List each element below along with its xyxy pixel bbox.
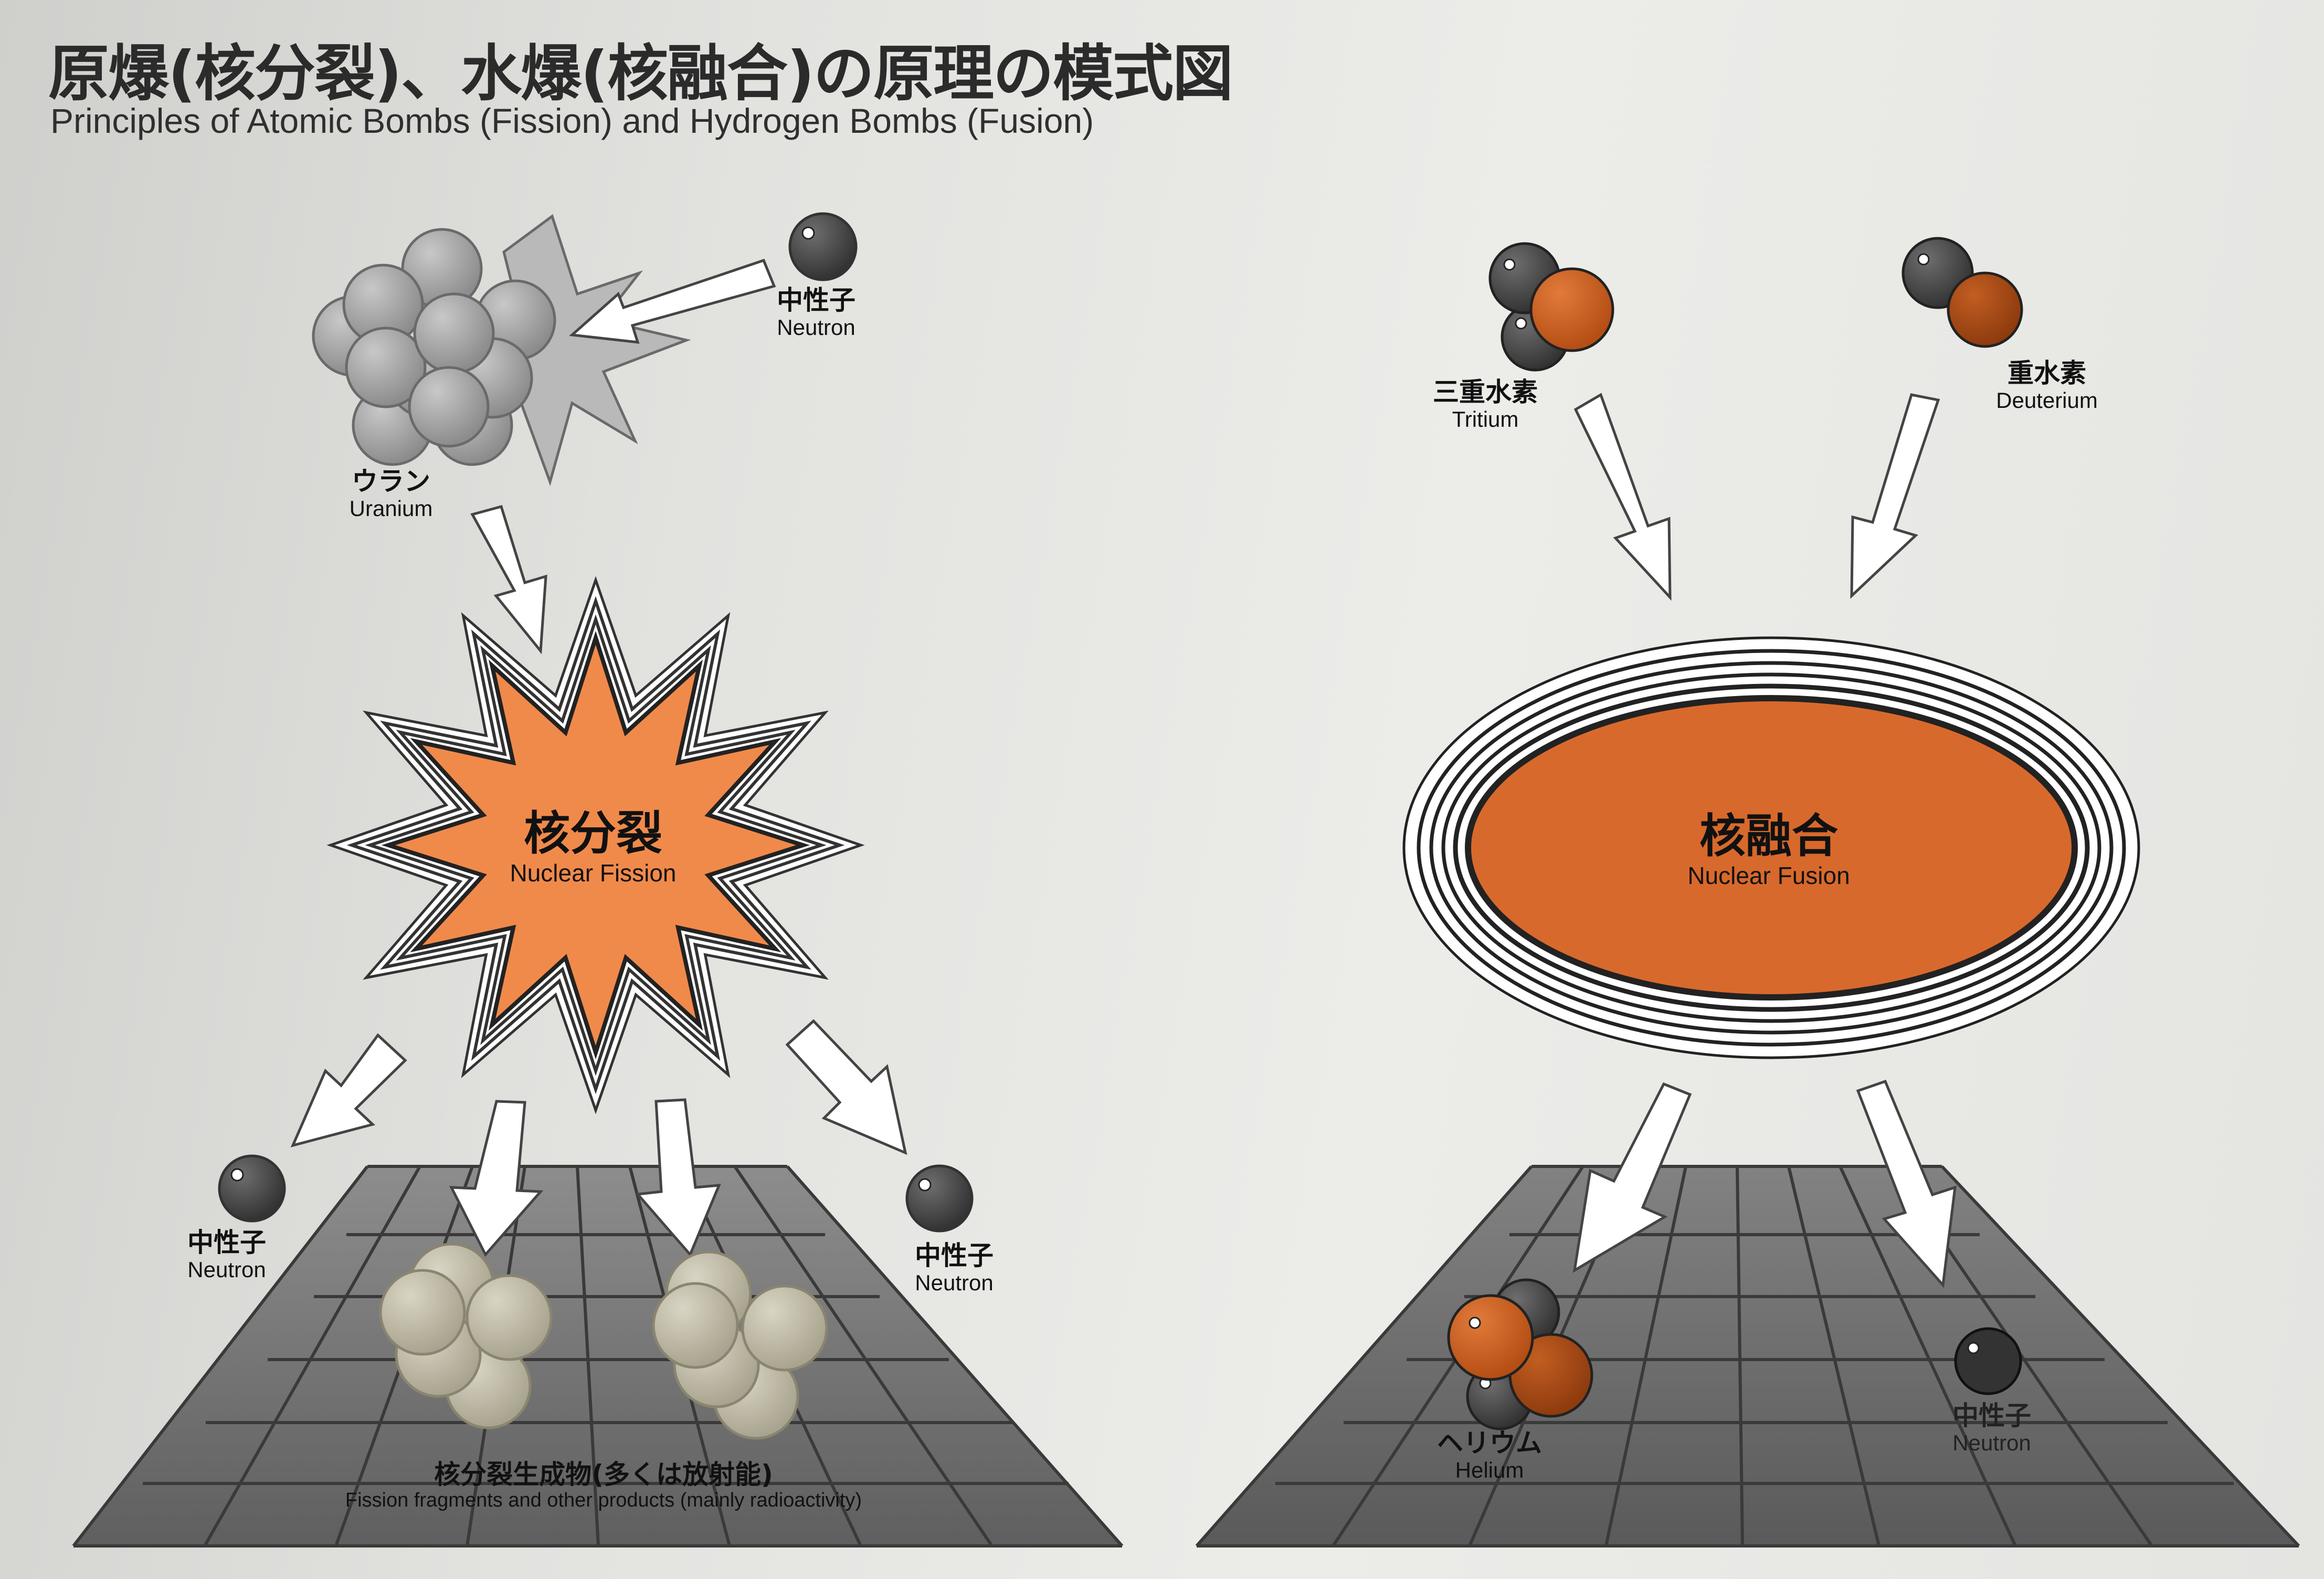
fusion-floor: [1195, 1165, 2300, 1548]
deuterium-nucleus-icon: [1902, 237, 2023, 348]
label-fusion-neutron-ja: 中性子: [1952, 1401, 2031, 1431]
incoming-arrow-icon: [569, 258, 776, 344]
label-neutron-right: 中性子 Neutron: [915, 1241, 994, 1296]
label-fission-products-ja: 核分裂生成物(多くは放射能): [434, 1459, 773, 1490]
label-neutron-incoming-ja: 中性子: [777, 285, 855, 315]
fission-output-arrows: [290, 1019, 907, 1257]
label-nuclear-fusion-en: Nuclear Fusion: [1687, 861, 1850, 889]
label-tritium-en: Tritium: [1452, 407, 1519, 431]
label-helium: ヘリウム Helium: [1437, 1429, 1542, 1483]
neutron-left-icon: [218, 1154, 286, 1223]
label-neutron-left: 中性子 Neutron: [187, 1228, 266, 1282]
label-nuclear-fission-ja: 核分裂: [523, 806, 662, 860]
label-fission-products: 核分裂生成物(多くは放射能) Fission fragments and oth…: [345, 1460, 862, 1512]
label-fusion-neutron: 中性子 Neutron: [1952, 1402, 2031, 1456]
label-helium-en: Helium: [1455, 1458, 1524, 1482]
label-neutron-left-ja: 中性子: [187, 1227, 266, 1258]
label-deuterium: 重水素 Deuterium: [1996, 359, 2098, 413]
label-uranium-ja: ウラン: [352, 466, 430, 497]
fusion-output-arrows: [1572, 1079, 1957, 1288]
label-fusion-neutron-en: Neutron: [1952, 1430, 2031, 1455]
label-uranium-en: Uranium: [349, 496, 433, 521]
label-deuterium-ja: 重水素: [2008, 358, 2086, 388]
label-nuclear-fusion-ja: 核融合: [1699, 809, 1839, 863]
helium-nucleus-icon: [1447, 1278, 1593, 1430]
label-helium-ja: ヘリウム: [1437, 1428, 1542, 1458]
label-deuterium-en: Deuterium: [1996, 388, 2098, 413]
fission-fragment-left-icon: [379, 1243, 553, 1429]
label-neutron-incoming: 中性子 Neutron: [777, 286, 855, 340]
page-title: 原爆(核分裂)、水爆(核融合)の原理の模式図: [48, 38, 1233, 109]
label-nuclear-fission: 核分裂 Nuclear Fission: [510, 808, 677, 887]
fusion-core: [1402, 636, 2140, 1059]
neutron-right-icon: [905, 1164, 974, 1233]
arrow-uranium-to-fission-icon: [470, 504, 547, 655]
fission-fragment-right-icon: [652, 1250, 828, 1440]
neutron-incoming-icon: [788, 212, 858, 281]
label-neutron-right-en: Neutron: [915, 1270, 994, 1295]
tritium-nucleus-icon: [1488, 242, 1614, 372]
label-uranium: ウラン Uranium: [350, 467, 433, 521]
label-neutron-right-ja: 中性子: [915, 1240, 994, 1271]
label-fission-products-en: Fission fragments and other products (ma…: [345, 1489, 862, 1511]
page-subtitle: Principles of Atomic Bombs (Fission) and…: [50, 101, 1094, 140]
label-tritium: 三重水素 Tritium: [1433, 378, 1538, 432]
label-nuclear-fission-en: Nuclear Fission: [510, 859, 677, 887]
fusion-neutron-icon: [1954, 1327, 2022, 1395]
label-nuclear-fusion: 核融合 Nuclear Fusion: [1687, 809, 1850, 890]
fission-starburst: [326, 576, 865, 1114]
label-tritium-ja: 三重水素: [1433, 377, 1538, 407]
fusion-input-arrows: [1573, 393, 1940, 601]
label-neutron-left-en: Neutron: [187, 1257, 266, 1282]
label-neutron-incoming-en: Neutron: [777, 315, 855, 340]
uranium-nucleus-icon: [312, 228, 556, 466]
